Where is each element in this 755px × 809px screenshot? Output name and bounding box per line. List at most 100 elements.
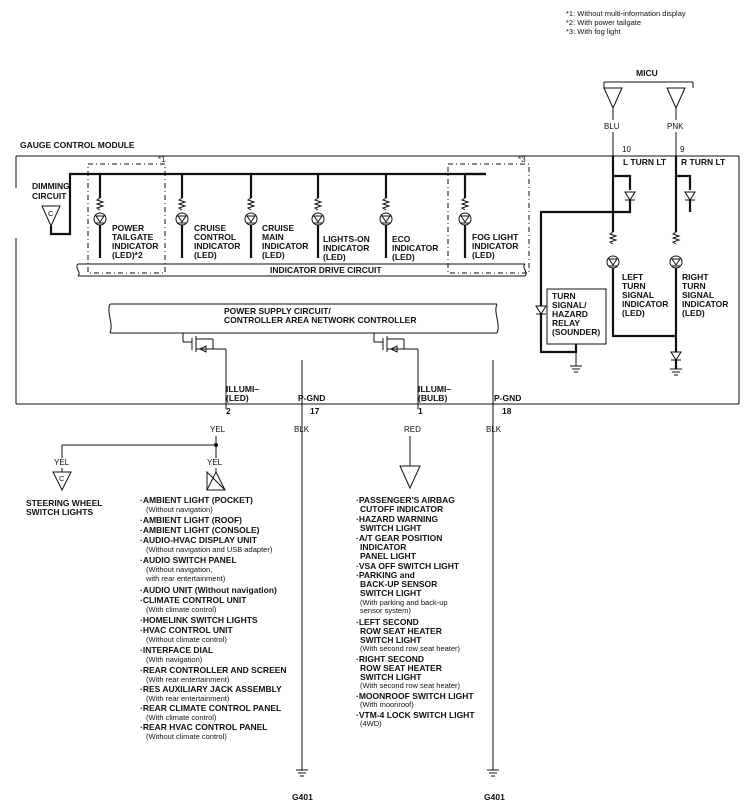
indicator-2: CRUISE CONTROL INDICATOR (LED) [175, 174, 240, 260]
drive-circuit-label: INDICATOR DRIVE CIRCUIT [270, 265, 382, 275]
relay-line-1: TURN [552, 291, 576, 301]
indicator-3: CRUISE MAIN INDICATOR (LED) [244, 174, 308, 260]
led-item-9a: ·HVAC CONTROL UNIT [140, 625, 234, 635]
bulb-item-6d: (With second row seat heater) [360, 644, 461, 653]
bulb-item-3b: INDICATOR [360, 542, 406, 552]
note-1: *1: Without multi-information display [566, 9, 686, 18]
indicator-1-line-3: INDICATOR [112, 241, 158, 251]
indicator-3-line-4: (LED) [262, 250, 285, 260]
output-3-wire: RED [404, 425, 421, 434]
led-item-14a: ·REAR HVAC CONTROL PANEL [140, 722, 268, 732]
led-item-5a: ·AUDIO SWITCH PANEL [140, 555, 237, 565]
led-load-connector [206, 470, 227, 491]
turn-right-lead [674, 156, 692, 190]
bulb-item-6c: SWITCH LIGHT [360, 635, 422, 645]
bulb-item-1b: CUTOFF INDICATOR [360, 504, 443, 514]
indicator-5: ECO INDICATOR (LED) [379, 174, 438, 262]
bulb-item-5c: SWITCH LIGHT [360, 588, 422, 598]
indicator-2-line-3: INDICATOR [194, 241, 240, 251]
output-2-name: P-GND [298, 393, 325, 403]
led-item-8: ·HOMELINK SWITCH LIGHTS [140, 615, 258, 625]
output-3-pin: 1 [418, 406, 423, 416]
indicator-1: POWER TAILGATE INDICATOR (LED)*2 [93, 174, 158, 260]
bulb-item-9a: ·VTM-4 LOCK SWITCH LIGHT [356, 710, 475, 720]
turn-right-line-2: TURN [682, 281, 706, 291]
led-item-6: ·AUDIO UNIT (Without navigation) [140, 585, 277, 595]
led-item-4b: (Without navigation and USB adapter) [146, 545, 273, 554]
diode-left-icon [624, 191, 636, 201]
led-item-5b: (Without navigation, [146, 565, 212, 574]
turn-right-line-4: INDICATOR [682, 299, 728, 309]
micu-pin-left: 10 [622, 145, 631, 154]
bulb-item-7b: ROW SEAT HEATER [360, 663, 442, 673]
led-item-4a: ·AUDIO-HVAC DISPLAY UNIT [140, 535, 258, 545]
led-item-13a: ·REAR CLIMATE CONTROL PANEL [140, 703, 281, 713]
bulb-item-8a: ·MOONROOF SWITCH LIGHT [356, 691, 474, 701]
dimming-bus [49, 172, 486, 236]
steering-connector [52, 471, 72, 492]
steering-wire: YEL [54, 458, 70, 467]
indicator-6-line-3: (LED) [472, 250, 495, 260]
led-item-5c: with rear entertainment) [145, 574, 226, 583]
led-item-12b: (With rear entertainment) [146, 694, 230, 703]
notes: *1: Without multi-information display *2… [566, 9, 686, 36]
indicator-3-line-3: INDICATOR [262, 241, 308, 251]
led-item-10b: (With navigation) [146, 655, 203, 664]
output-1-pin: 2 [226, 406, 231, 416]
output-4-wire: BLK [486, 425, 502, 434]
led-item-1b: (Without navigation) [146, 505, 213, 514]
led-item-3: ·AMBIENT LIGHT (CONSOLE) [140, 525, 260, 535]
bulb-load-connector [399, 465, 421, 490]
turn-relay: TURN SIGNAL/ HAZARD RELAY (SOUNDER) [535, 288, 607, 373]
yel-split-wire [61, 436, 217, 458]
ground-symbol-right-bottom [487, 769, 499, 777]
relay-line-3: HAZARD [552, 309, 588, 319]
steering-connector-label: C [59, 474, 65, 483]
bulb-item-5b: BACK-UP SENSOR [360, 579, 437, 589]
bulb-item-5d: (With parking and back-up [360, 598, 448, 607]
power-supply-band [108, 303, 499, 334]
bulb-load-list: ·PASSENGER'S AIRBAG CUTOFF INDICATOR ·HA… [356, 495, 475, 728]
indicator-1-line-2: TAILGATE [112, 232, 154, 242]
output-3-name-1: ILLUMI– [418, 384, 451, 394]
indicator-1-line-1: POWER [112, 223, 144, 233]
led-item-12a: ·RES AUXILIARY JACK ASSEMBLY [140, 684, 282, 694]
bulb-item-1a: ·PASSENGER'S AIRBAG [356, 495, 455, 505]
bulb-item-7c: SWITCH LIGHT [360, 672, 422, 682]
led-item-14b: (Without climate control) [146, 732, 227, 741]
output-2-pin: 17 [310, 406, 320, 416]
turn-left-line-5: (LED) [622, 308, 645, 318]
dimming-connector-label: C [48, 209, 54, 218]
indicator-4-line-3: (LED) [323, 252, 346, 262]
relay-diode-icon [535, 305, 547, 315]
bulb-item-6b: ROW SEAT HEATER [360, 626, 442, 636]
ground-symbol-left [296, 769, 308, 777]
bulb-item-7a: ·RIGHT SECOND [356, 654, 424, 664]
bulb-item-9b: (4WD) [360, 719, 382, 728]
bulb-item-5e: sensor system) [360, 606, 411, 615]
indicator-2-line-4: (LED) [194, 250, 217, 260]
bulb-item-7d: (With second row seat heater) [360, 681, 461, 690]
micu-wire-right: PNK [667, 122, 684, 131]
micu-pin-name-left: L TURN LT [623, 157, 667, 167]
output-1-name-2: (LED) [226, 393, 249, 403]
yel-branch-wire: YEL [207, 458, 223, 467]
relay-line-4: RELAY [552, 318, 580, 328]
led-item-11a: ·REAR CONTROLLER AND SCREEN [140, 665, 287, 675]
option-marker-3: *3 [518, 155, 526, 164]
indicator-5-line-1: ECO [392, 234, 411, 244]
power-supply-line-2: CONTROLLER AREA NETWORK CONTROLLER [224, 315, 417, 325]
bulb-item-2a: ·HAZARD WARNING [356, 514, 439, 524]
micu-connector-right [666, 87, 686, 110]
power-supply-line-1: POWER SUPPLY CIRCUIT/ [224, 306, 331, 316]
led-item-7a: ·CLIMATE CONTROL UNIT [140, 595, 247, 605]
led-item-2: ·AMBIENT LIGHT (ROOF) [140, 515, 242, 525]
led-item-11b: (With rear entertainment) [146, 675, 230, 684]
output-1-name-1: ILLUMI– [226, 384, 259, 394]
output-4-name: P-GND [494, 393, 521, 403]
diode-right-icon [684, 191, 696, 201]
output-3-name-2: (BULB) [418, 393, 447, 403]
bulb-item-5a: ·PARKING and [356, 570, 415, 580]
micu-pin-name-right: R TURN LT [681, 157, 726, 167]
